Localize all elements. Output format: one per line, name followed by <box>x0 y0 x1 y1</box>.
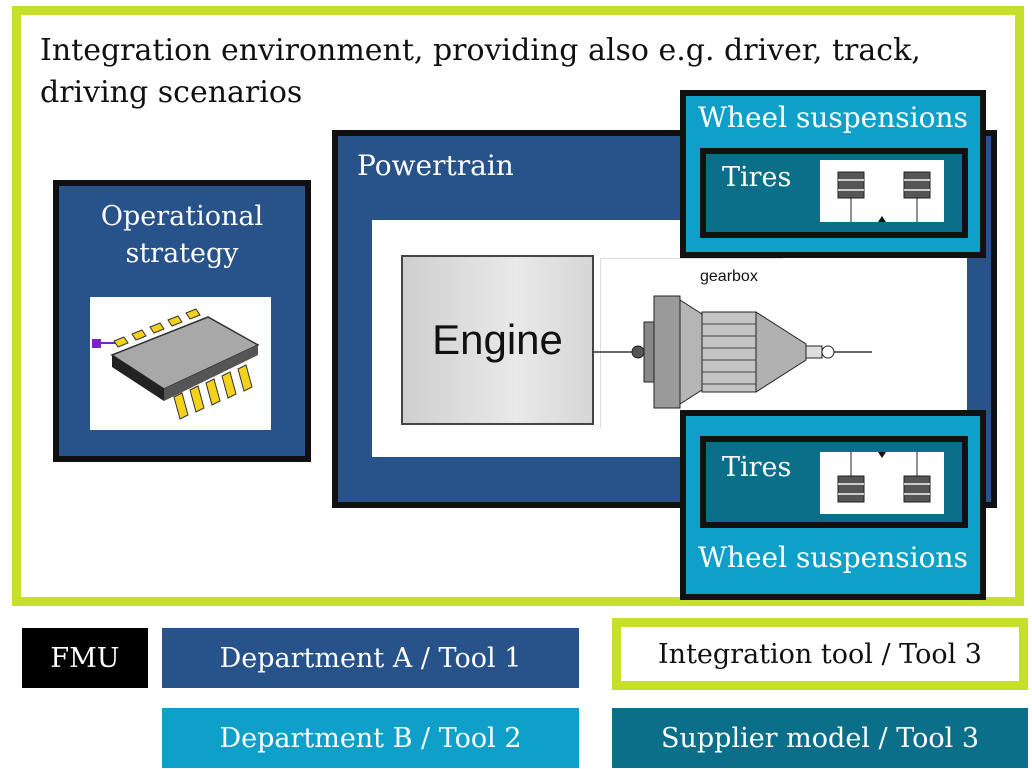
legend-department-b: Department B / Tool 2 <box>162 708 579 768</box>
wheel-suspensions-bottom-title: Wheel suspensions <box>698 541 968 574</box>
wheel-suspensions-top-title: Wheel suspensions <box>698 101 968 134</box>
chip-icon <box>90 297 271 430</box>
engine-label: Engine <box>432 316 563 363</box>
tires-bottom-label: Tires <box>722 452 792 483</box>
operational-strategy-title: Operational strategy <box>100 201 264 269</box>
legend-department-a: Department A / Tool 1 <box>162 628 579 688</box>
tire-pair-icon <box>820 452 944 514</box>
gearbox-label: gearbox <box>700 268 758 285</box>
tire-pair-icon <box>820 160 944 222</box>
legend-fmu: FMU <box>22 628 148 688</box>
gearbox-icon <box>594 295 872 409</box>
legend-supplier-model: Supplier model / Tool 3 <box>612 708 1028 768</box>
integration-environment-title: Integration environment, providing also … <box>40 33 921 110</box>
legend-integration-tool: Integration tool / Tool 3 <box>612 618 1028 690</box>
powertrain-title: Powertrain <box>357 149 514 182</box>
tires-top-label: Tires <box>722 162 792 193</box>
engine-block <box>401 255 594 425</box>
